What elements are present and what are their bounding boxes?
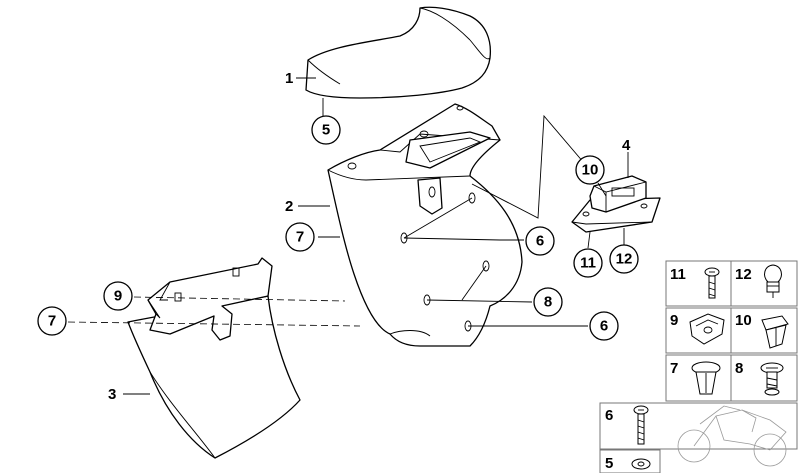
callout-6a: 6: [536, 233, 544, 250]
legend-label-11: 11: [670, 266, 686, 283]
callout-2: 2: [285, 198, 293, 215]
callout-5: 5: [322, 122, 330, 139]
callout-4: 4: [622, 137, 631, 154]
part-1-tail-cover: [305, 6, 492, 99]
screw-6-icon: [633, 405, 649, 445]
callout-12: 12: [616, 251, 633, 268]
part-3-mud-flap: [127, 257, 301, 459]
hardware-legend: 11 12 9 10 7: [599, 260, 798, 473]
part-2-rear-panel: [327, 103, 523, 347]
legend-label-10: 10: [735, 312, 752, 329]
callout-circle-12: [609, 244, 639, 274]
legend-label-6: 6: [605, 407, 613, 424]
callout-circle-8: [533, 287, 563, 317]
callout-circle-10: [575, 155, 605, 185]
callout-7b: 7: [48, 313, 56, 330]
legend-label-8: 8: [735, 360, 743, 377]
callout-circle-9: [103, 281, 133, 311]
screw-8-icon: [760, 362, 784, 396]
callout-circle-6a: [525, 226, 555, 256]
legend-label-9: 9: [670, 312, 678, 329]
callout-circle-11: [573, 248, 603, 278]
callout-9: 9: [114, 288, 122, 305]
clip-nut-9-icon: [689, 313, 725, 345]
callout-7a: 7: [296, 229, 304, 246]
legend-label-12: 12: [735, 266, 752, 283]
callout-8: 8: [544, 294, 552, 311]
legend-label-5: 5: [605, 455, 613, 472]
screw-11-icon: [704, 267, 720, 299]
callout-11: 11: [580, 255, 596, 272]
callout-6b: 6: [600, 318, 608, 335]
callout-3: 3: [108, 386, 116, 403]
part-4-plate-lamp: [571, 175, 661, 233]
legend-label-7: 7: [670, 360, 678, 377]
expanding-rivet-7-icon: [691, 361, 721, 395]
callout-circle-7a: [285, 222, 315, 252]
callout-circle-6b: [589, 311, 619, 341]
callout-circle-7b: [37, 306, 67, 336]
callout-10: 10: [582, 162, 599, 179]
bulb-12-icon: [764, 264, 782, 298]
nut-5-icon: [631, 458, 651, 470]
motorcycle-thumbnail-icon: [677, 405, 787, 467]
callout-circle-5: [311, 115, 341, 145]
callout-1: 1: [285, 70, 293, 87]
expanding-nut-10-icon: [761, 315, 789, 349]
